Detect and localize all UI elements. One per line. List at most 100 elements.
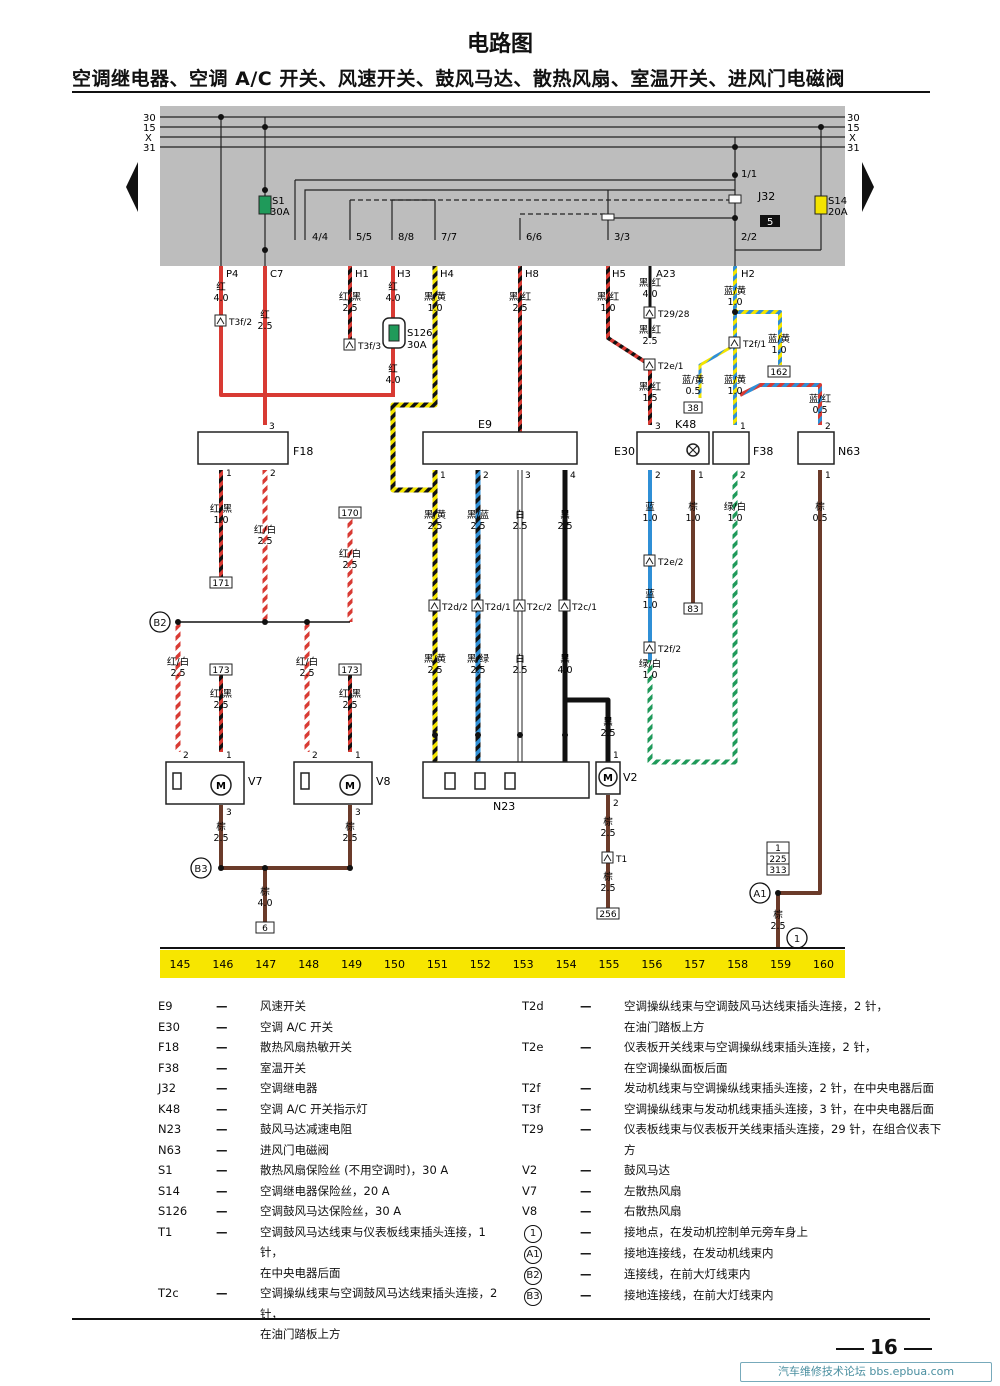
wire-label-line: 1.0 (642, 600, 657, 611)
legend-row: T2d—空调操纵线束与空调鼓风马达线束插头连接，2 针， (522, 996, 942, 1017)
legend-row: 在空调操纵面板后面 (522, 1058, 942, 1079)
svg-text:6: 6 (262, 924, 268, 934)
legend-row: V2—鼓风马达 (522, 1160, 942, 1181)
legend-dash: — (216, 1060, 228, 1075)
svg-text:1: 1 (613, 751, 619, 761)
wire-label-line: 蓝 (645, 501, 655, 513)
n23-label: N23 (493, 800, 515, 813)
svg-text:M: M (345, 781, 355, 792)
bus-31-left: 31 (143, 143, 156, 154)
wire-label-line: 2.5 (257, 321, 272, 332)
wire-label-line: 红 (388, 281, 398, 293)
v2-label: V2 (623, 771, 638, 784)
legend-row: T2f—发动机线束与空调操纵线束插头连接，2 针，在中央电器后面 (522, 1078, 942, 1099)
s14-rating: 20A (828, 207, 848, 218)
legend-dash: — (580, 1224, 592, 1239)
wire-label-line: 2.5 (342, 700, 357, 711)
svg-text:162: 162 (770, 368, 787, 378)
legend-dash: — (580, 1163, 592, 1177)
wire-label-line: 2.5 (600, 883, 615, 894)
svg-text:3: 3 (226, 808, 232, 818)
legend-row: T1—空调鼓风马达线束与仪表板线束插头连接，1 针， (158, 1222, 498, 1263)
legend-code: T3f (522, 1101, 541, 1116)
ref-box-38: 38 (683, 401, 703, 414)
connector-a23: A23 (656, 269, 676, 280)
connector-p4: P4 (226, 269, 238, 280)
legend-row: S14—空调继电器保险丝，20 A (158, 1181, 498, 1202)
wire-label-line: 4.0 (385, 375, 400, 386)
svg-text:3: 3 (655, 422, 661, 432)
legend-dash: — (580, 1204, 592, 1218)
legend-dash: — (216, 1286, 228, 1300)
wire-label-line: 白 (515, 653, 525, 665)
legend-row: S126—空调鼓风马达保险丝，30 A (158, 1201, 498, 1222)
ruler-label-156: 156 (641, 958, 662, 971)
connector-tag-t1: T1 (601, 851, 627, 865)
wire-label-line: 棕 (603, 816, 613, 828)
svg-text:S126: S126 (407, 328, 432, 339)
legend-desc: 仪表板线束与仪表板开关线束插头连接，29 针，在组合仪表下方 (624, 1122, 942, 1157)
legend-dash: — (216, 1204, 228, 1218)
legend-desc: 在中央电器后面 (260, 1265, 341, 1280)
legend-dash: — (580, 1081, 592, 1095)
svg-text:1: 1 (226, 469, 232, 479)
svg-text:T3f/3: T3f/3 (357, 342, 381, 352)
svg-text:2: 2 (613, 799, 619, 809)
ruler-label-150: 150 (384, 958, 405, 971)
connector-tag-t2f2: T2f/2 (643, 641, 681, 655)
legend-desc: 鼓风马达 (624, 1163, 670, 1177)
wire-label-line: 2.5 (512, 303, 527, 314)
ruler-label-147: 147 (255, 958, 276, 971)
wire-label-line: 2.5 (470, 521, 485, 532)
legend-code (158, 1324, 216, 1345)
svg-text:T2d/1: T2d/1 (484, 603, 511, 613)
legend-code: B3 (522, 1285, 580, 1306)
legend-code (522, 1058, 580, 1079)
wire-label-line: 2.5 (770, 921, 785, 932)
wire-label-line: 红/黑 (339, 688, 362, 700)
legend-row: 在中央电器后面 (158, 1263, 498, 1284)
svg-text:A1: A1 (753, 889, 766, 900)
ref-box-162: 162 (767, 365, 791, 378)
wire-label-line: 0.5 (812, 405, 827, 416)
wire-label-line: 1.0 (642, 513, 657, 524)
legend-code: T2d (522, 999, 544, 1013)
legend-row: J32—空调继电器 (158, 1078, 498, 1099)
wire-label-line: 棕 (688, 501, 698, 513)
footer-rule (72, 1318, 930, 1320)
legend-desc: 右散热风扇 (624, 1204, 682, 1218)
ruler-label-160: 160 (813, 958, 834, 971)
s14-label: S14 (828, 196, 847, 207)
svg-text:T2e/1: T2e/1 (657, 362, 684, 372)
bus-x-left: X (145, 133, 152, 144)
legend-desc: 空调操纵线束与空调鼓风马达线束插头连接，2 针， (260, 1286, 498, 1321)
node-a1: A1 (749, 882, 771, 904)
next-page-arrow-icon[interactable] (862, 162, 874, 212)
legend-dash: — (580, 1287, 592, 1302)
prev-page-arrow-icon[interactable] (126, 162, 138, 212)
svg-text:T1: T1 (615, 855, 627, 865)
wire-label-line: 2.5 (642, 336, 657, 347)
legend-row: T29—仪表板线束与仪表板开关线束插头连接，29 针，在组合仪表下方 (522, 1119, 942, 1160)
wire-label-line: 棕 (773, 909, 783, 921)
room-temp-switch-f38 (712, 431, 750, 465)
wire-label-line: 红/白 (254, 524, 276, 536)
legend-code: T29 (522, 1122, 544, 1136)
page-number: 16 (830, 1335, 938, 1359)
legend-code: J32 (158, 1081, 177, 1095)
legend-row: F38—室温开关 (158, 1058, 498, 1079)
legend-desc: 在油门踏板上方 (624, 1019, 705, 1034)
svg-text:256: 256 (599, 910, 616, 920)
svg-text:M: M (216, 781, 226, 792)
